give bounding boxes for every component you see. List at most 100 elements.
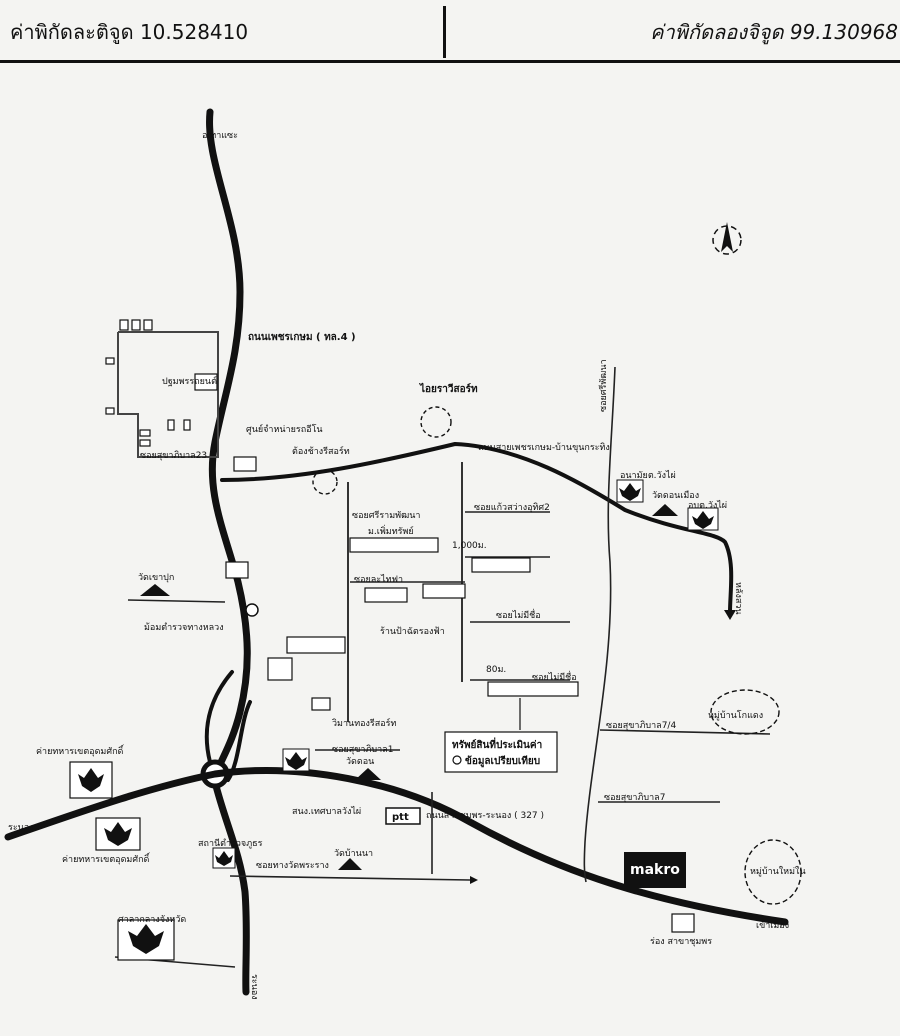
temple-icon	[355, 768, 381, 780]
legend-comparable: ข้อมูลเปรียบเทียบ	[465, 755, 540, 768]
garuda-emblem-icon	[69, 761, 113, 799]
building	[119, 319, 129, 331]
building	[131, 319, 141, 331]
highway-4	[206, 108, 251, 786]
soi-wat-phra-label: ซอยทางวัดพระราง	[256, 861, 329, 871]
district-office-label: อนามัยต.วังไผ่	[620, 470, 676, 481]
tong-chang-label: ต้องช้างรีสอร์ท	[292, 445, 350, 457]
north-destination-label: อ.ทาแซะ	[202, 131, 238, 141]
ban-pa-chat-label: ร้านป้าฉัตรองฟ้า	[380, 626, 445, 637]
road-327	[4, 767, 789, 926]
obt-label: อบต.วังไผ่	[688, 500, 727, 511]
soi-sriramphatthana-label: ซอยศรีรามพัฒนา	[352, 510, 420, 521]
east-destination-label: เข้าเมือง	[756, 920, 789, 931]
temple-icon	[652, 504, 678, 516]
south-destination-label: ระนอง	[249, 974, 259, 1000]
bank-icon	[671, 913, 695, 933]
location-map: ptt makro ทรัพย์สินที่ประเมินค่า ข้อมูลเ…	[4, 108, 806, 1000]
village-new-label: หมู่บ้านใหม่ใน	[750, 866, 806, 877]
temple-icon	[338, 858, 362, 870]
wiman-box	[311, 697, 331, 711]
wiman-thong-label: วิมานทองรีสอร์ท	[332, 717, 396, 729]
down-destination-label: หลังสวน	[733, 582, 743, 615]
soi-sri	[583, 366, 616, 883]
aiyara-resort-label: ไอยราวีสอร์ท	[419, 382, 478, 395]
building	[167, 419, 175, 431]
police-station2-label: สถานีตำรวจภูธร	[198, 838, 263, 849]
houses-row	[471, 557, 531, 573]
pathum-rot-block	[117, 331, 219, 458]
building	[105, 407, 115, 415]
north-arrow-icon	[712, 222, 742, 255]
soi-suk74	[599, 729, 771, 735]
highway-4-label: ถนนเพชรเกษม ( ทล.4 )	[248, 332, 356, 343]
interchange-loop	[204, 670, 234, 764]
garuda-emblem-icon	[117, 919, 175, 961]
building	[139, 429, 151, 437]
latitude-label: ค่าพิกัดละติจูด 10.528410	[10, 20, 249, 44]
soi-sri-label: ซอยศรีพัฒนา	[598, 359, 609, 412]
legend-subject: ทรัพย์สินที่ประเมินค่า	[452, 737, 542, 751]
military-camp2-label: ค่ายทหารเขตอุดมศักดิ์	[62, 852, 151, 865]
makro-label: makro	[630, 862, 680, 878]
soi-wat-chaopuk	[127, 599, 226, 603]
ptt-station	[385, 807, 421, 825]
soi-no-name1-label: ซอยไม่มีชื่อ	[496, 608, 541, 621]
arrow-east-road	[724, 610, 736, 620]
soi-sukhaphiban7-label: ซอยสุขาภิบาล7	[604, 792, 665, 803]
police-station-label: ม้อมตำรวจทางหลวง	[144, 622, 224, 633]
phoem-sap-houses	[349, 537, 439, 553]
soi-thaiwa-label: ซอยละไทฟา	[354, 574, 403, 585]
legend-circle	[452, 755, 462, 765]
makro-store	[624, 852, 686, 888]
municipal-office-label: ร่อง สาขาชุมพร	[650, 937, 712, 947]
village-new-marker	[744, 839, 802, 905]
road-north-east	[220, 442, 734, 614]
building	[139, 439, 151, 447]
village-tako-marker	[710, 689, 780, 735]
road-327-label: ถนนสายชุมพร-ระนอง ( 327 )	[426, 811, 544, 821]
police-icon	[245, 603, 259, 617]
arrow-soi-wat-phra	[470, 876, 478, 884]
village-tako-label: หมู่บ้านโกแดง	[708, 710, 763, 721]
aiyara-resort-marker	[420, 406, 452, 438]
highway-4-south	[211, 778, 250, 996]
phoem-sap-label: ม.เพิ่มทรัพย์	[368, 524, 414, 537]
car-center-building	[233, 456, 257, 472]
car-icon-box	[225, 561, 249, 579]
thetsaban-label: สนง.เทศบาลวังไผ่	[292, 806, 361, 817]
soi-sukhaphiban74-label: ซอยสุขาภิบาล7/4	[606, 720, 676, 731]
ptt-label: ptt	[392, 812, 409, 823]
hotel-box	[267, 657, 293, 681]
soi-kaew-sawang-label: ซอยแก้วสว่างอุทิศ2	[474, 502, 550, 513]
longitude-label: ค่าพิกัดลองจิจูด 99.130968	[650, 20, 898, 44]
road-north-east-label: ถนนสายเพชรเกษม-บ้านขุนกระทิง	[478, 442, 610, 453]
header-divider	[443, 6, 446, 58]
military-camp1-label: ค่ายทหารเขตอุดมศักดิ์	[36, 744, 125, 757]
wat-ban-na-label: วัดบ้านนา	[334, 848, 373, 859]
pathum-rot-label: ปฐมพรรถยนต์	[162, 375, 217, 387]
garuda-emblem-icon	[282, 748, 310, 772]
pathum-building	[194, 373, 218, 391]
garuda-emblem-icon	[687, 507, 719, 531]
garuda-emblem-icon	[616, 479, 644, 503]
soi-wat-phra	[229, 875, 471, 881]
building	[143, 319, 153, 331]
car-center-label: ศูนย์จำหน่ายรถอีโน	[246, 423, 323, 435]
soi-sukhaphiban1-label: ซอยสุขาภิบาล1	[332, 744, 393, 755]
legend-box	[444, 731, 558, 773]
wat-don-label: วัดดอน	[346, 757, 374, 767]
building	[105, 357, 115, 365]
wat-don-mueang-label: วัดดอนเมือง	[652, 490, 699, 501]
wat-chao-puk-label: วัดเขาปุก	[138, 573, 174, 583]
houses-row	[364, 587, 408, 603]
province-hall-label: ศาลากลางจังหวัด	[118, 915, 186, 925]
subject-property-houses	[487, 681, 579, 697]
distance-80-label: 80ม.	[486, 665, 506, 675]
houses-row	[422, 583, 466, 599]
coordinate-header: ค่าพิกัดละติจูด 10.528410 ค่าพิกัดลองจิจ…	[0, 0, 900, 63]
building	[183, 419, 191, 431]
west-destination-label: ระนอง	[8, 823, 34, 833]
garuda-emblem-icon	[95, 817, 141, 851]
soi-sukhaphiban23-label: ซอยสุขาภิบาล23	[140, 450, 207, 461]
